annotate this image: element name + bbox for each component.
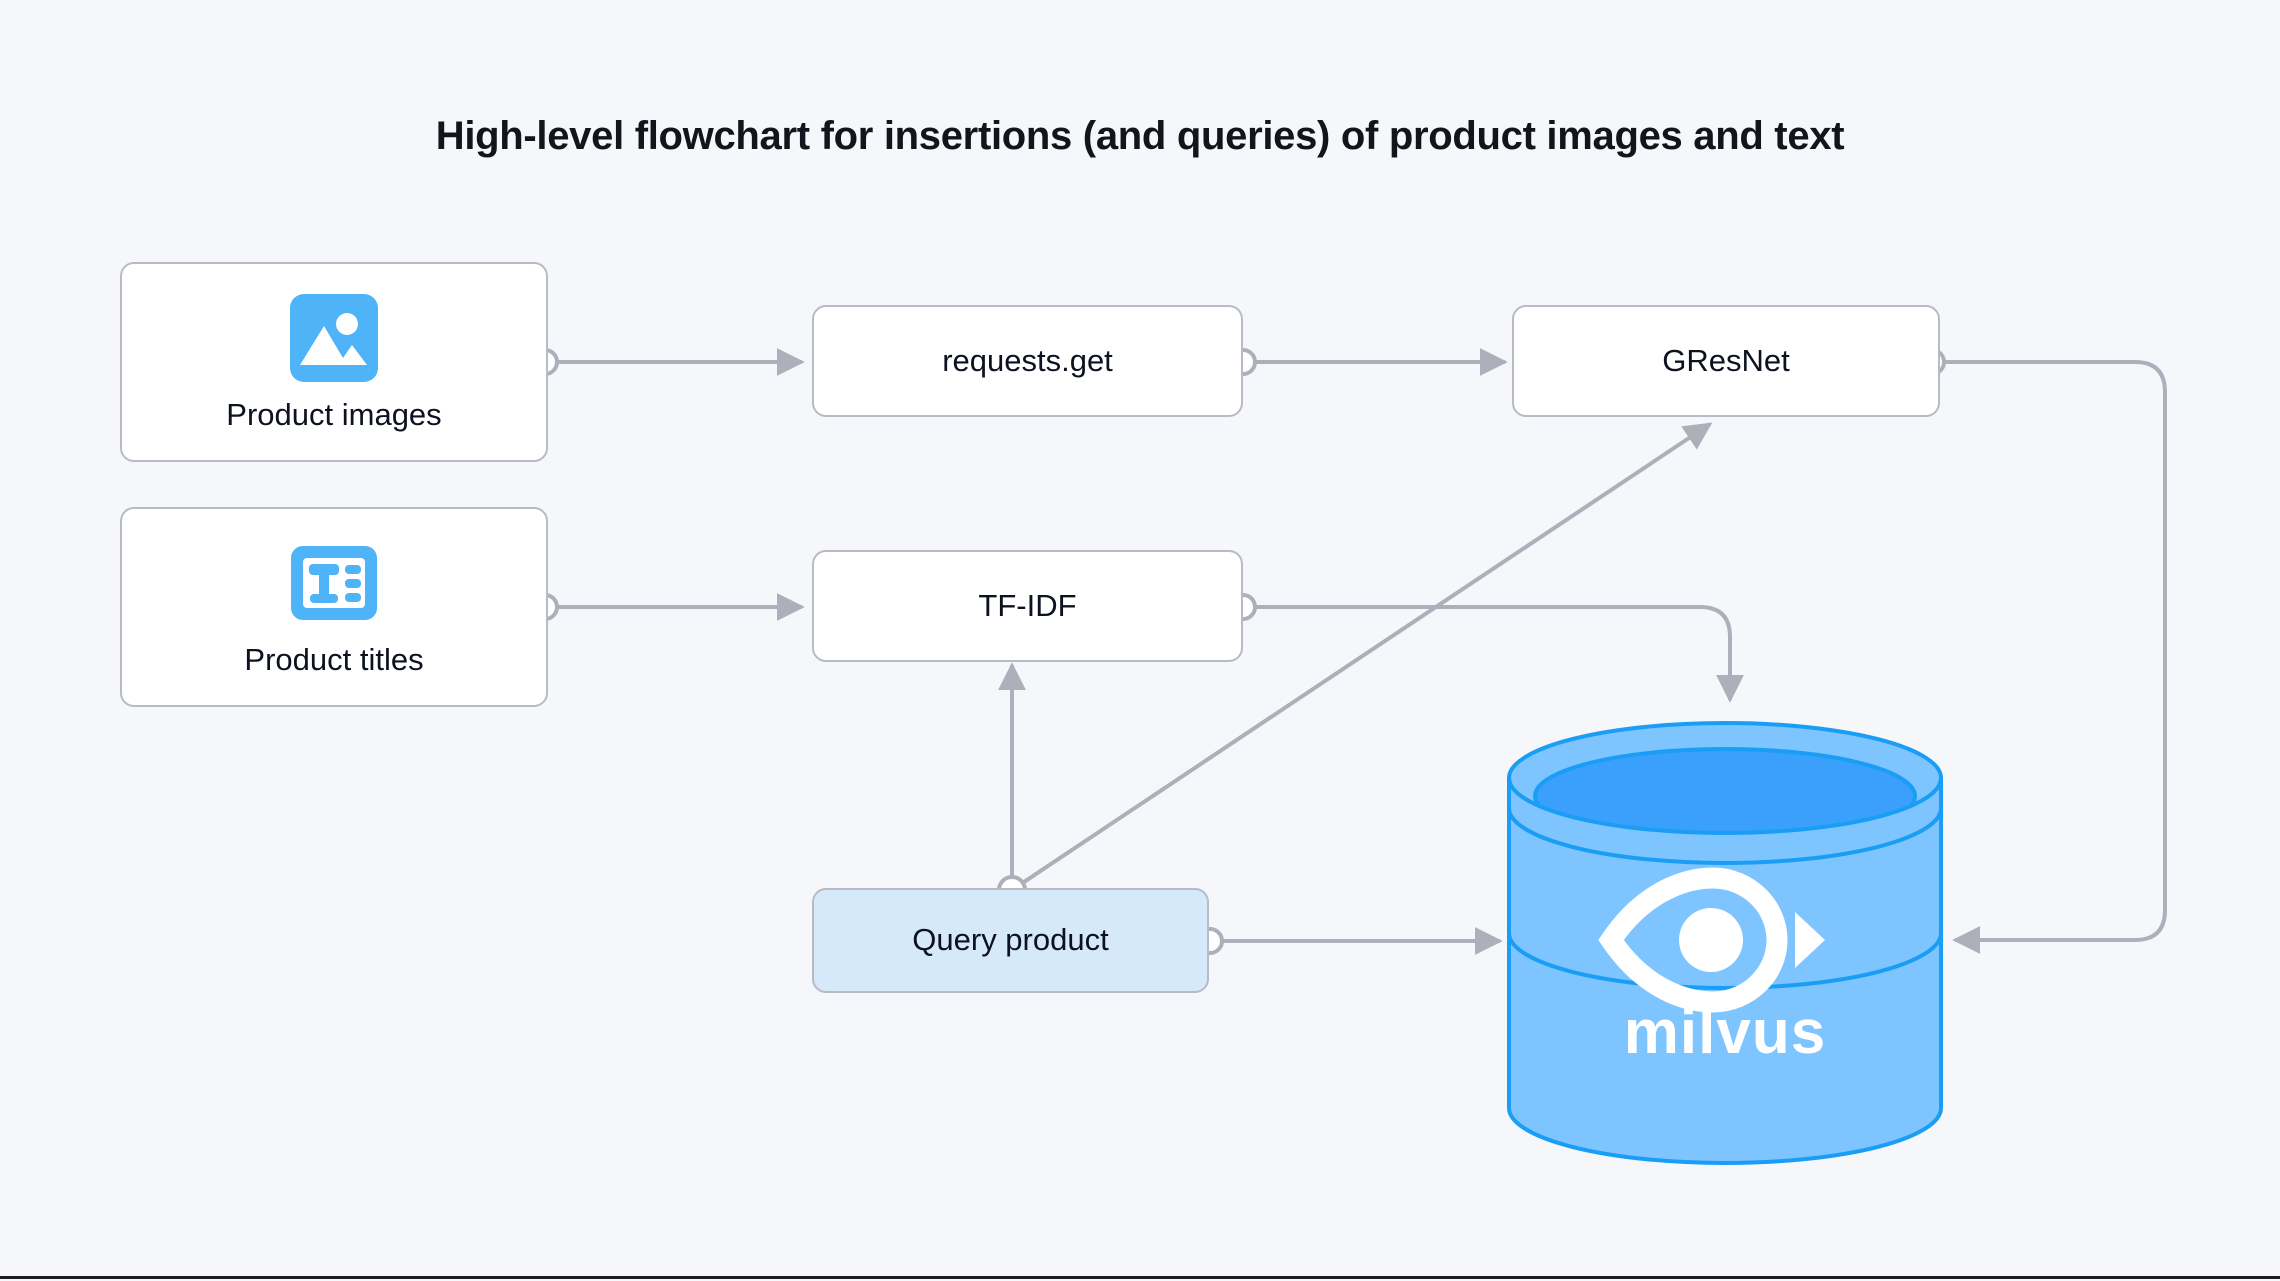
cylinder-band-upper xyxy=(1507,807,1943,865)
node-query-product[interactable]: Query product xyxy=(812,888,1209,993)
milvus-wordmark: milvus xyxy=(1624,998,1826,1067)
node-product-images[interactable]: Product images xyxy=(120,262,548,462)
node-label: Product images xyxy=(226,396,442,432)
edge-product-titles-to-tf-idf xyxy=(531,593,805,621)
cylinder-band-lower xyxy=(1507,932,1943,990)
bottom-divider xyxy=(0,1276,2280,1279)
node-milvus[interactable]: milvus xyxy=(1505,718,1945,1168)
milvus-eye-logo xyxy=(1598,867,1825,1013)
node-label: TF-IDF xyxy=(978,587,1077,623)
text-document-icon xyxy=(288,537,380,629)
node-product-titles[interactable]: Product titles xyxy=(120,507,548,707)
edge-requests-get-to-gresnet xyxy=(1229,348,1508,376)
edge-query-product-to-milvus xyxy=(1196,927,1503,955)
node-label: Product titles xyxy=(244,641,424,677)
node-requests-get[interactable]: requests.get xyxy=(812,305,1243,417)
node-label: requests.get xyxy=(942,342,1113,378)
edge-gresnet-to-milvus xyxy=(1918,348,2167,954)
cylinder-body xyxy=(1507,777,1943,1165)
page-title: High-level flowchart for insertions (and… xyxy=(435,114,1845,158)
node-label: Query product xyxy=(912,922,1109,958)
node-label: GResNet xyxy=(1662,342,1790,378)
node-gresnet[interactable]: GResNet xyxy=(1512,305,1940,417)
edge-product-images-to-requests-get xyxy=(531,348,805,376)
node-tf-idf[interactable]: TF-IDF xyxy=(812,550,1243,662)
edge-tf-idf-to-milvus xyxy=(1229,593,1744,703)
image-icon xyxy=(288,292,380,384)
